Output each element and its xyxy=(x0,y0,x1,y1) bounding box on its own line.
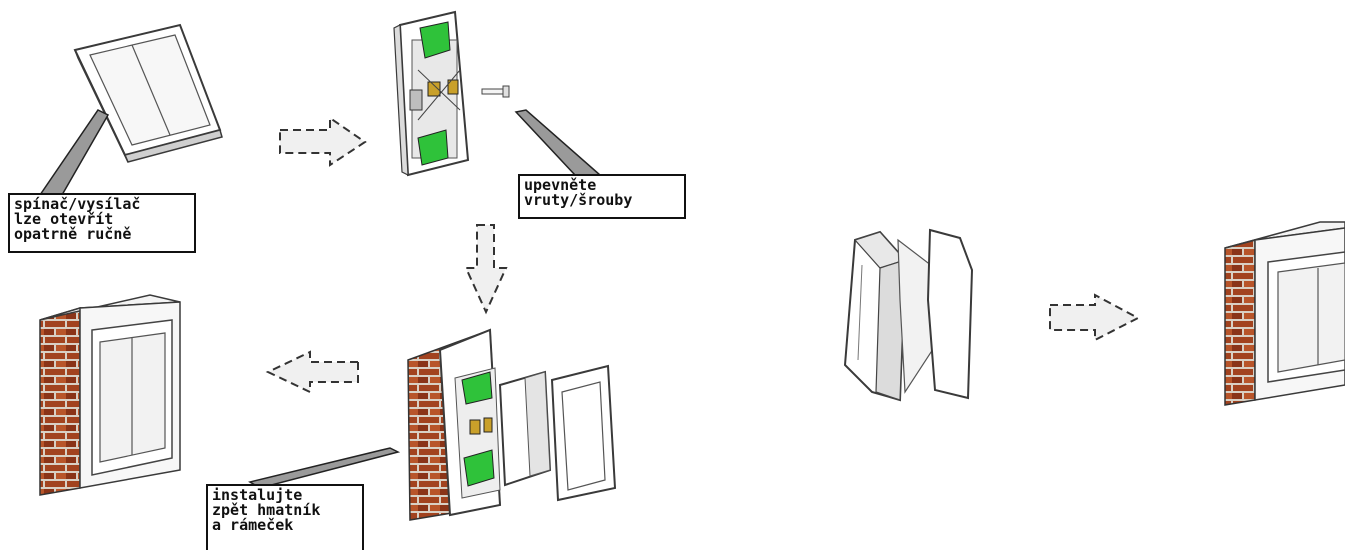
wall-mounted-assembly xyxy=(408,330,615,520)
reinstall-callout: instalujte zpět hmatník a rámeček xyxy=(206,484,364,550)
open-switch-callout-pointer xyxy=(40,110,108,195)
screws-callout: upevněte vruty/šrouby xyxy=(518,174,686,219)
callout-line: a rámeček xyxy=(212,518,358,533)
screws-callout-pointer xyxy=(516,110,600,175)
mounting-plate xyxy=(928,230,972,398)
switch-insert xyxy=(394,12,468,175)
arrow-right-icon xyxy=(280,118,365,165)
callout-line: opatrně ručně xyxy=(14,227,190,242)
reinstall-callout-pointer xyxy=(250,448,398,488)
arrow-right-icon xyxy=(1050,295,1138,340)
installed-switch-left xyxy=(40,295,180,495)
screw-icon xyxy=(482,86,509,97)
callout-line: vruty/šrouby xyxy=(524,193,680,208)
arrow-left-icon xyxy=(268,352,358,392)
arrow-down-icon xyxy=(466,225,506,312)
installed-switch-right xyxy=(1225,222,1345,405)
switch-front-view xyxy=(75,25,222,162)
rocker-and-adhesive-plate xyxy=(845,230,972,400)
open-switch-callout: spínač/vysílač lze otevřít opatrně ručně xyxy=(8,193,196,253)
